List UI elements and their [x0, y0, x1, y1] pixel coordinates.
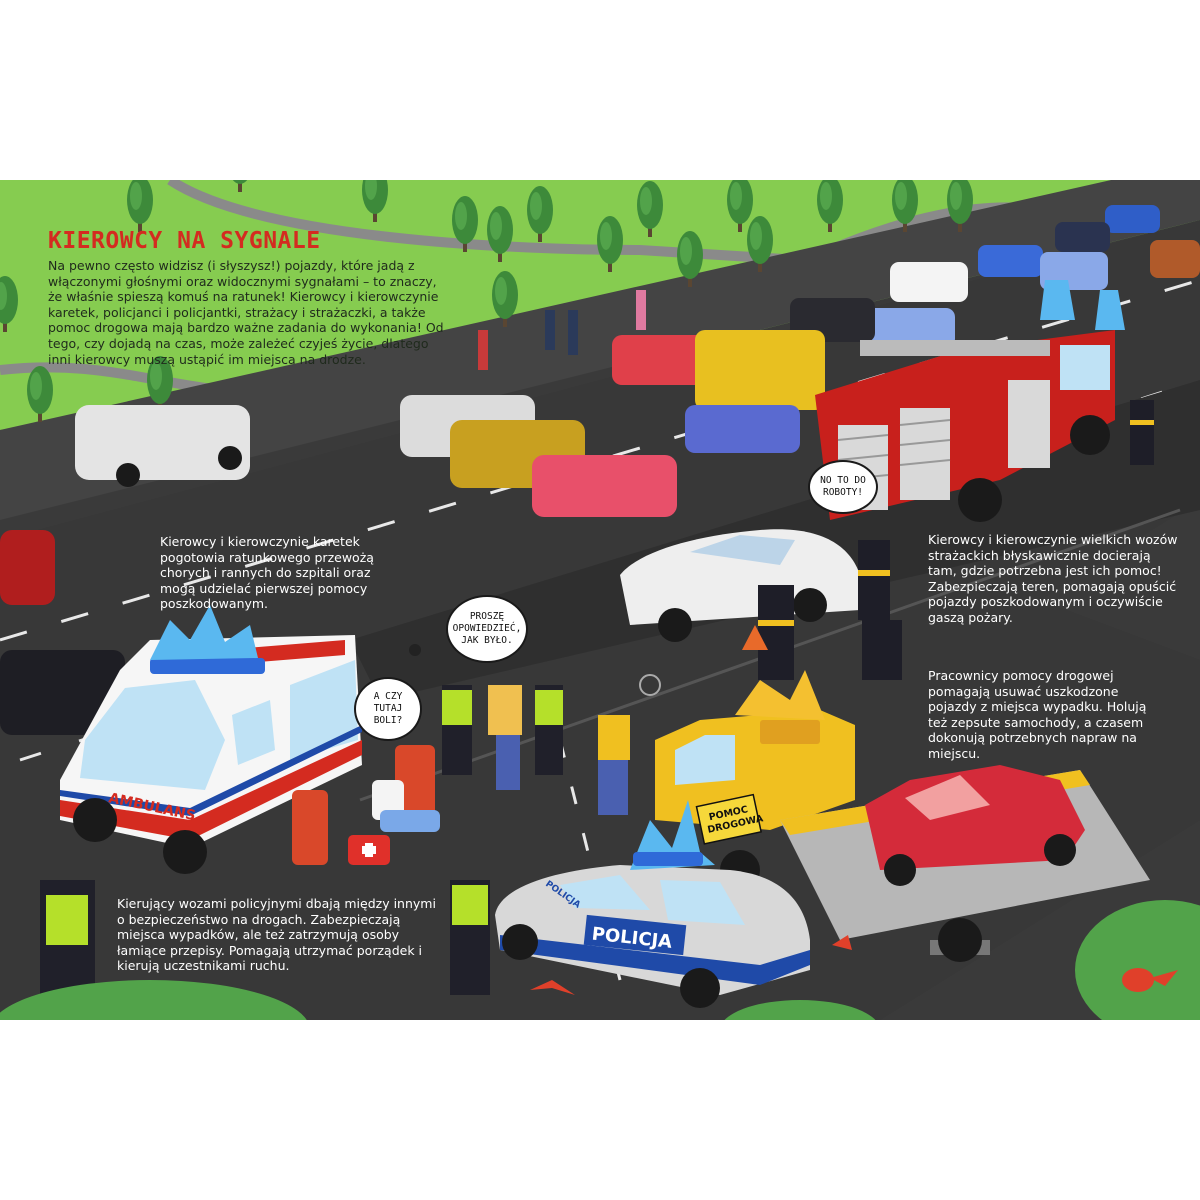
crashed-car	[620, 529, 860, 642]
siren-icon	[1040, 280, 1075, 320]
red-car-on-tow	[865, 765, 1085, 886]
paramedic-speech-bubble: A CZY TUTAJ BOLI?	[354, 677, 422, 741]
traffic-cars	[0, 205, 1200, 735]
ambulance-caption: Kierowcy i kierowczynie karetek pogotowi…	[160, 534, 374, 611]
fire-truck	[815, 280, 1125, 522]
firefighter-speech-bubble: NO TO DO ROBOTY!	[808, 460, 878, 514]
police-car: POLICJA POLICJA	[495, 800, 810, 1008]
intro-paragraph: Na pewno często widzisz (i słyszysz!) po…	[48, 258, 444, 367]
tow-caption: Pracownicy pomocy drogowej pomagają usuw…	[928, 668, 1147, 761]
fire-caption: Kierowcy i kierowczynie wielkich wozów s…	[928, 532, 1178, 625]
ambulance: AMBULANS	[60, 605, 362, 874]
book-spread-illustration: AMBULANS POMOC DROGOWA	[0, 180, 1200, 1020]
police-caption: Kierujący wozami policyjnymi dbają międz…	[117, 896, 436, 973]
bird-icon	[1122, 968, 1178, 992]
siren-icon	[150, 605, 258, 660]
page-title: KIEROWCY NA SYGNALE	[48, 228, 321, 254]
police-speech-bubble: PROSZĘ OPOWIEDZIEĆ, JAK BYŁO.	[446, 595, 528, 663]
siren-icon	[1095, 290, 1125, 330]
traffic-scene: AMBULANS POMOC DROGOWA	[0, 180, 1200, 1020]
